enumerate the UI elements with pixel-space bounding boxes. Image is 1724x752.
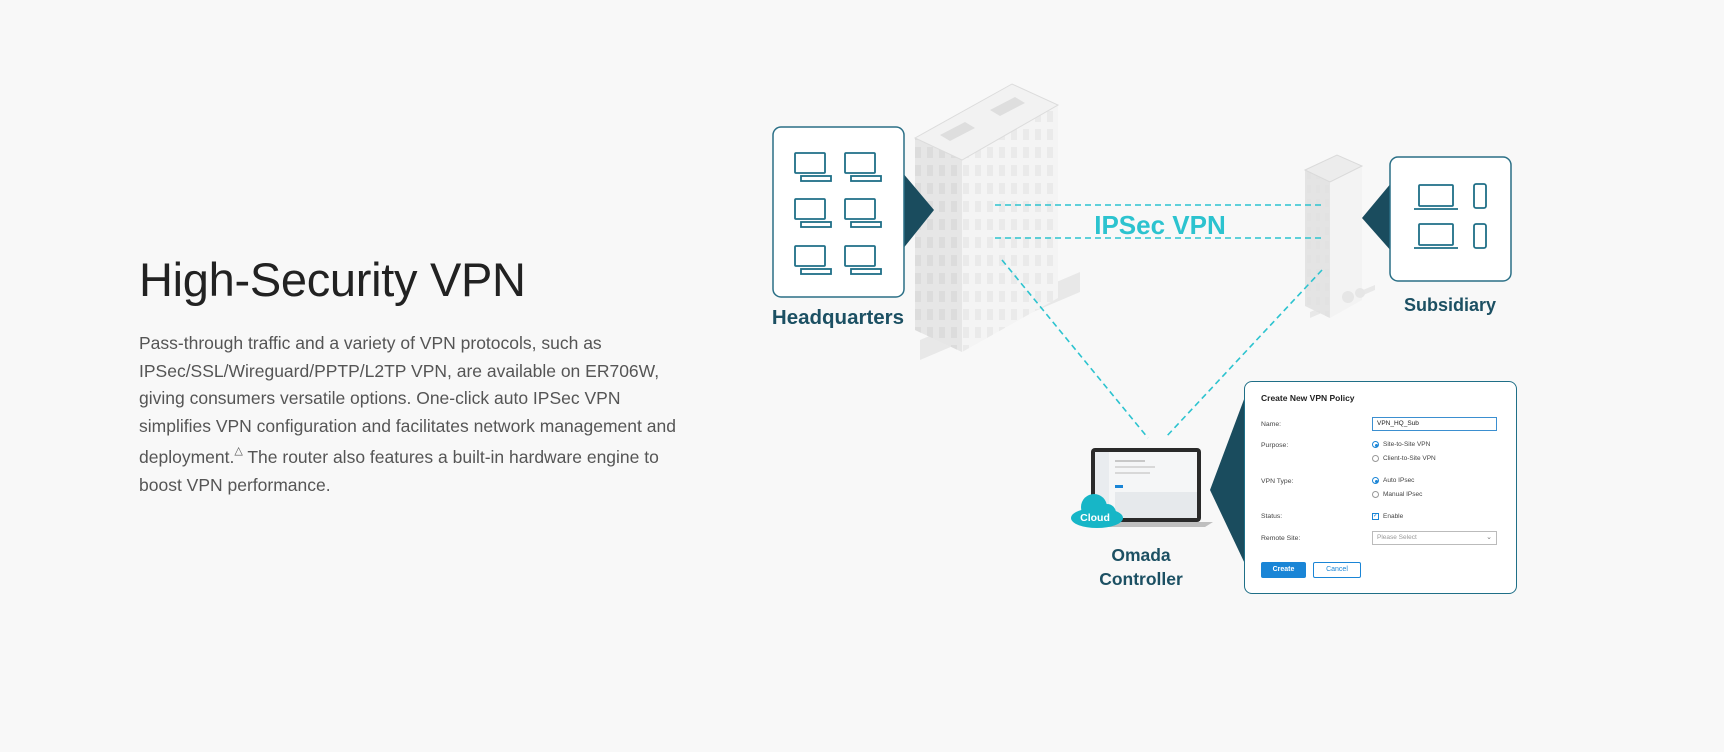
section-description: Pass-through traffic and a variety of VP… xyxy=(139,330,679,499)
option-label: Enable xyxy=(1383,513,1404,520)
cloud-icon: Cloud xyxy=(1071,494,1123,528)
subsidiary-devices-panel xyxy=(1362,156,1512,282)
phone-icon xyxy=(1473,183,1487,209)
footnote-mark: △ xyxy=(234,445,243,458)
section-title: High-Security VPN xyxy=(139,253,526,306)
cloud-label: Cloud xyxy=(1080,512,1110,524)
headquarters-label: Headquarters xyxy=(772,306,904,329)
desktop-icon xyxy=(794,152,832,182)
name-label: Name: xyxy=(1261,421,1282,428)
vpn-type-option-manual[interactable]: Manual IPsec xyxy=(1372,491,1422,498)
vpn-type-option-auto[interactable]: Auto IPsec xyxy=(1372,477,1414,484)
purpose-option-site-to-site[interactable]: Site-to-Site VPN xyxy=(1372,441,1430,448)
subsidiary-building xyxy=(1303,154,1375,318)
remote-site-label: Remote Site: xyxy=(1261,535,1301,542)
vpn-type-label: VPN Type: xyxy=(1261,478,1294,485)
create-button[interactable]: Create xyxy=(1261,562,1306,578)
phone-icon xyxy=(1473,223,1487,249)
option-label: Client-to-Site VPN xyxy=(1383,455,1436,462)
desktop-icon xyxy=(844,152,882,182)
subsidiary-label: Subsidiary xyxy=(1404,295,1496,315)
select-placeholder: Please Select xyxy=(1377,534,1417,541)
option-label: Site-to-Site VPN xyxy=(1383,441,1431,448)
cancel-button[interactable]: Cancel xyxy=(1313,562,1361,578)
laptop-icon xyxy=(1414,184,1458,210)
desktop-icon xyxy=(844,198,882,228)
controller-label-line2: Controller xyxy=(1099,569,1183,589)
headquarters-devices-panel xyxy=(772,126,934,298)
headquarters-building xyxy=(913,83,1080,360)
vpn-tunnel-lines xyxy=(995,204,1323,439)
description-part2: The router also features a built-in hard… xyxy=(139,447,659,495)
chevron-down-icon: ⌄ xyxy=(1486,534,1492,541)
purpose-option-client-to-site[interactable]: Client-to-Site VPN xyxy=(1372,455,1436,462)
form-pointer xyxy=(1210,394,1246,566)
checkmark-icon: ✓ xyxy=(1372,513,1379,520)
remote-site-select[interactable]: Please Select ⌄ xyxy=(1372,531,1497,545)
desktop-icon xyxy=(794,245,832,275)
radio-selected-icon xyxy=(1372,441,1379,448)
radio-icon xyxy=(1372,491,1379,498)
laptop-icon xyxy=(1414,223,1458,249)
content-section: High-Security VPN Pass-through traffic a… xyxy=(139,252,679,499)
controller-label-line1: Omada xyxy=(1111,545,1171,565)
radio-icon xyxy=(1372,455,1379,462)
name-input[interactable]: VPN_HQ_Sub xyxy=(1372,417,1497,431)
purpose-label: Purpose: xyxy=(1261,442,1289,449)
desktop-icon xyxy=(844,245,882,275)
status-enable-checkbox[interactable]: ✓ Enable xyxy=(1372,513,1403,520)
create-vpn-policy-form: Create New VPN Policy Name: VPN_HQ_Sub P… xyxy=(1244,381,1517,594)
description-part1: Pass-through traffic and a variety of VP… xyxy=(139,333,676,468)
option-label: Auto IPsec xyxy=(1383,477,1415,484)
desktop-icon xyxy=(794,198,832,228)
radio-selected-icon xyxy=(1372,477,1379,484)
form-title: Create New VPN Policy xyxy=(1261,393,1355,403)
ipsec-vpn-label: IPSec VPN xyxy=(1094,210,1226,240)
status-label: Status: xyxy=(1261,513,1283,520)
option-label: Manual IPsec xyxy=(1383,491,1423,498)
